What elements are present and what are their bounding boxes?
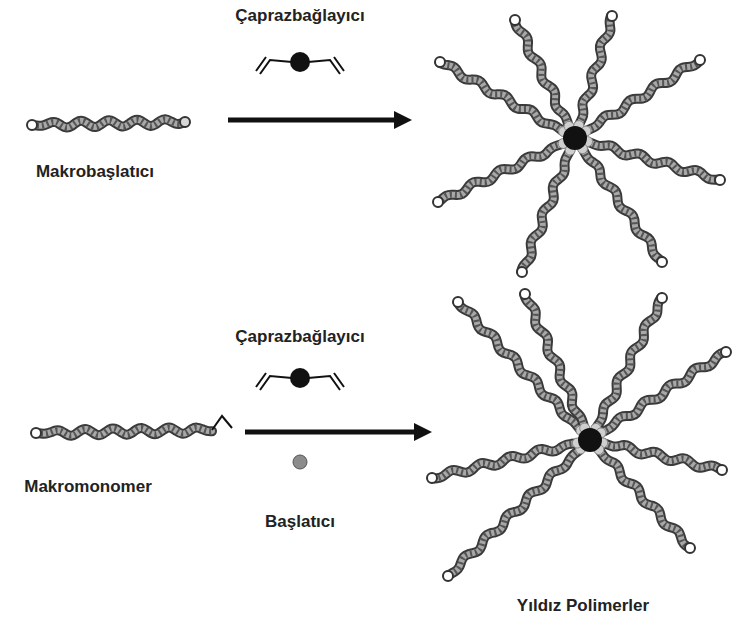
star-core: [563, 126, 587, 150]
star-arm-texture: [588, 142, 720, 180]
label: Çaprazbağlayıcı: [235, 327, 364, 347]
initiator-ball: [293, 455, 307, 469]
label: Yıldız Polimerler: [517, 596, 649, 616]
star-arm-fill: [583, 149, 662, 261]
star-arm: [432, 443, 576, 478]
star-arm-fill: [600, 450, 690, 548]
star-arm-texture: [524, 294, 584, 427]
star-arm: [602, 352, 726, 433]
arrow-head: [394, 111, 412, 129]
star-arm-texture: [600, 450, 690, 548]
star-arm-texture: [587, 60, 700, 130]
label: Çaprazbağlayıcı: [235, 6, 364, 26]
chain-end: [657, 293, 667, 303]
star-arm-fill: [579, 16, 611, 125]
chain-end: [443, 571, 453, 581]
star-arm-texture: [583, 149, 662, 261]
label: Makrobaşlatıcı: [36, 162, 154, 182]
star-arm-fill: [524, 294, 584, 427]
chain-end: [510, 15, 520, 25]
star-arm-texture: [602, 352, 726, 433]
chain-end: [433, 197, 443, 207]
crosslinker-core: [290, 52, 310, 72]
reaction-arrow: [228, 118, 398, 123]
chain-end: [695, 55, 705, 65]
star-arm-fill: [432, 443, 576, 478]
star-arm: [587, 60, 700, 130]
chain-end: [721, 347, 731, 357]
label: Makromonomer: [24, 477, 152, 497]
star-arm-fill: [588, 142, 720, 180]
macroinitiator-chain-texture: [32, 119, 185, 127]
star-arm: [588, 142, 720, 180]
star-arm-texture: [521, 151, 570, 272]
macroinitiator-chain: [32, 119, 185, 127]
label: Başlatıcı: [265, 512, 335, 532]
chain-end: [427, 473, 437, 483]
vinyl-group: [212, 416, 232, 430]
star-arm: [438, 144, 562, 203]
star-arm: [515, 20, 569, 125]
star-arm-fill: [596, 298, 661, 428]
star-arm-texture: [596, 298, 661, 428]
star-arm-texture: [515, 20, 569, 125]
chain-end: [453, 297, 463, 307]
star-arm-fill: [438, 144, 562, 203]
chain-end: [31, 428, 41, 438]
chain-end: [715, 175, 725, 185]
star-arm: [600, 450, 690, 548]
chain-end: [657, 257, 667, 267]
star-arm: [524, 294, 584, 427]
chain-end: [27, 120, 37, 130]
macromonomer-chain-fill: [36, 428, 212, 436]
star-arm-fill: [521, 151, 570, 272]
chain-end: [520, 289, 530, 299]
star-arm: [583, 149, 662, 261]
chain-end: [517, 267, 527, 277]
crosslinker-core: [290, 368, 310, 388]
star-arm: [521, 151, 570, 272]
star-arm-fill: [515, 20, 569, 125]
star-arm-fill: [587, 60, 700, 130]
star-arm: [596, 298, 661, 428]
chain-end: [685, 543, 695, 553]
chain-end: [607, 11, 617, 21]
star-arm-texture: [438, 144, 562, 203]
macromonomer-chain-texture: [36, 428, 212, 436]
star-arm-texture: [579, 16, 611, 125]
chain-end: [180, 117, 190, 127]
star-arm: [579, 16, 611, 125]
star-arm-texture: [432, 443, 576, 478]
chain-end: [717, 465, 727, 475]
star-arm-fill: [602, 352, 726, 433]
star-core: [578, 428, 602, 452]
chain-end: [435, 57, 445, 67]
reaction-arrow: [245, 430, 418, 435]
macromonomer-chain: [36, 428, 212, 436]
macroinitiator-chain-fill: [32, 119, 185, 127]
arrow-head: [414, 423, 432, 441]
